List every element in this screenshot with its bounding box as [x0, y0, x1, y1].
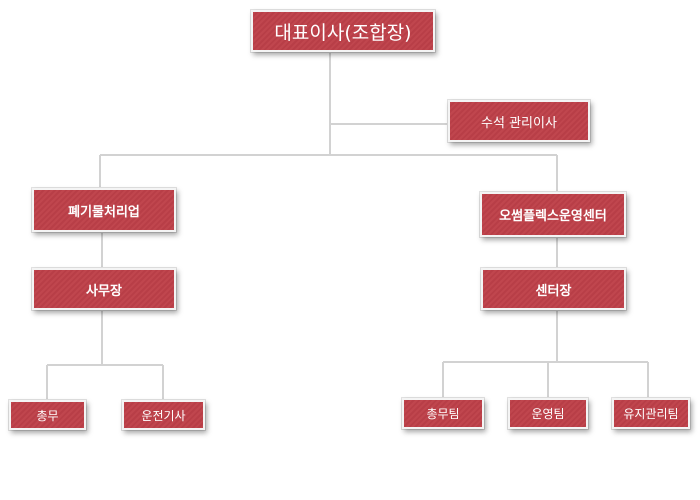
complex-center-label: 오썸플렉스운영센터: [499, 209, 607, 224]
office-manager-label: 사무장: [86, 283, 122, 299]
team-maintenance-box: 유지관리팀: [612, 398, 690, 429]
team-general-affairs-label: 총무팀: [426, 407, 460, 421]
team-maintenance-label: 유지관리팀: [623, 407, 679, 421]
office-manager-box: 사무장: [32, 268, 176, 310]
waste-division-label: 폐기물처리업: [68, 204, 140, 220]
team-driver-label: 운전기사: [141, 408, 186, 423]
senior-director-box: 수석 관리이사: [448, 100, 590, 142]
team-operations-label: 운영팀: [531, 407, 565, 421]
center-head-label: 센터장: [535, 283, 572, 299]
senior-director-label: 수석 관리이사: [481, 115, 557, 131]
team-operations-box: 운영팀: [508, 398, 588, 429]
team-general-box: 총무: [9, 400, 86, 430]
ceo-label: 대표이사(조합장): [274, 21, 412, 44]
team-driver-box: 운전기사: [122, 400, 205, 430]
ceo-box: 대표이사(조합장): [251, 10, 435, 52]
center-head-box: 센터장: [481, 268, 626, 310]
complex-center-box: 오썸플렉스운영센터: [480, 192, 626, 237]
waste-division-box: 폐기물처리업: [32, 188, 176, 232]
team-general-affairs-box: 총무팀: [402, 398, 484, 429]
team-general-label: 총무: [36, 408, 59, 423]
